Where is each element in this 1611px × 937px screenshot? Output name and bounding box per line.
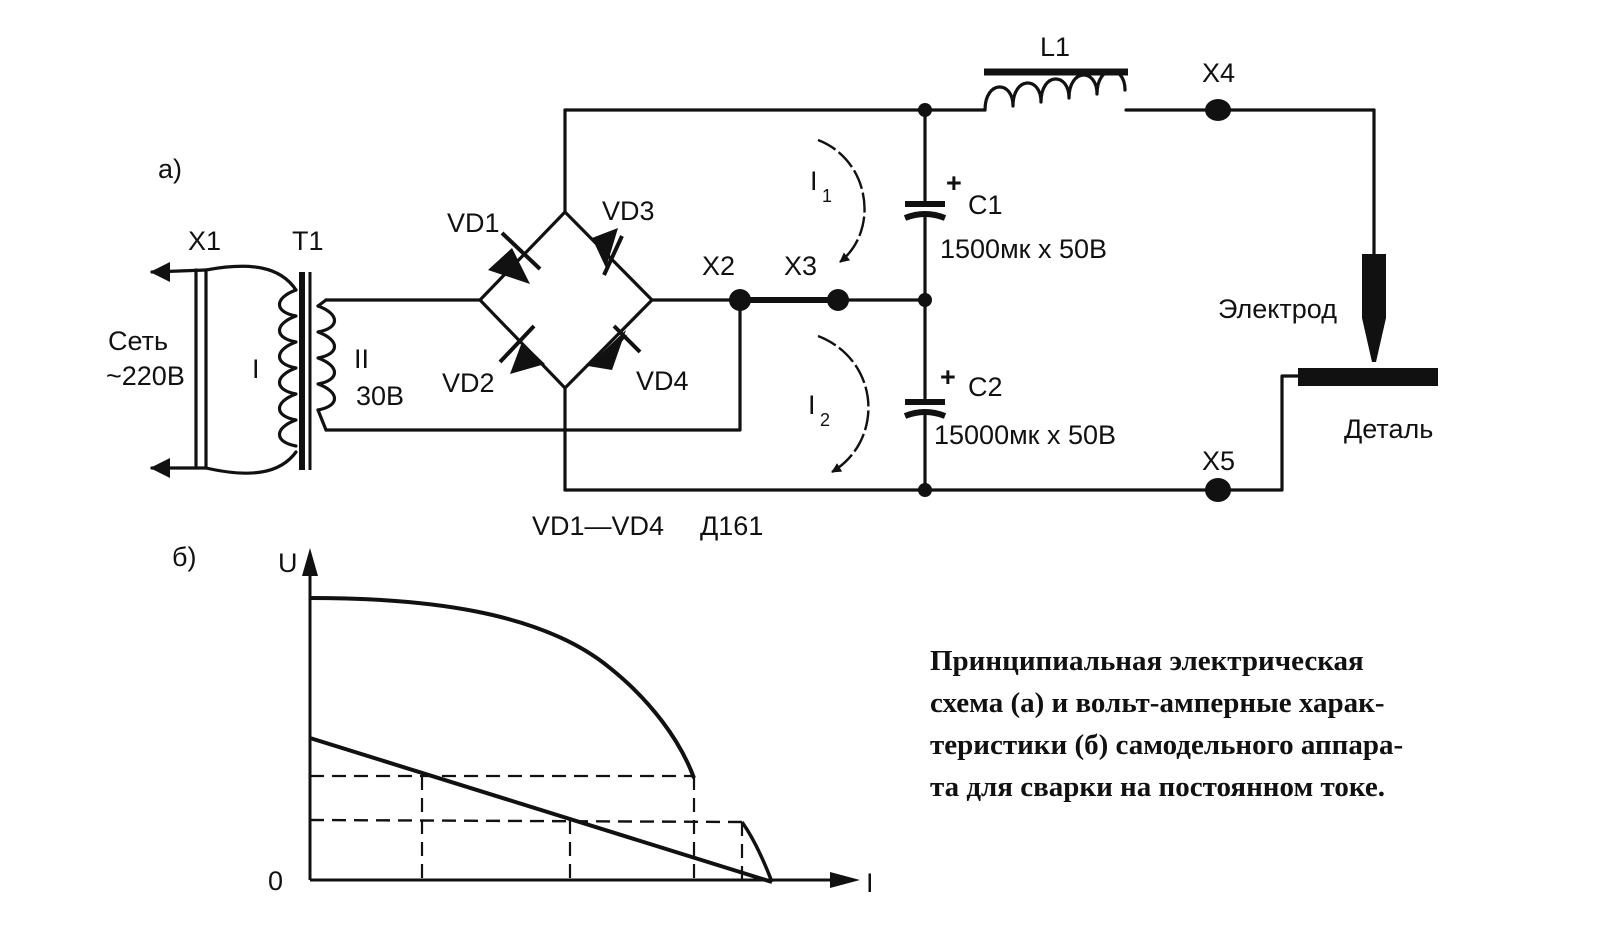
vd4-label: VD4	[636, 366, 689, 396]
figure-caption: Принципиальная электрическая схема (а) и…	[930, 640, 1530, 808]
caption-line-3: теристики (б) самодельного аппара-	[930, 729, 1404, 761]
diode-bridge	[478, 108, 654, 492]
capacitor-column	[903, 108, 947, 492]
diode-vd2	[498, 324, 545, 374]
workpiece	[1298, 368, 1438, 386]
c1-label: C1	[968, 190, 1003, 220]
junction-middle	[918, 293, 932, 307]
c2-value: 15000мк х 50В	[934, 420, 1116, 450]
panel-b-label: б)	[172, 542, 196, 572]
c1-plus: +	[946, 168, 962, 198]
curve-lower	[309, 818, 774, 883]
t1-label: T1	[292, 226, 324, 256]
junction-bottom	[918, 483, 932, 497]
electrode	[1362, 254, 1386, 362]
c2-plus: +	[940, 362, 956, 392]
x4-label: X4	[1202, 58, 1235, 88]
junction-top	[918, 103, 932, 117]
y-axis-arrow	[302, 548, 318, 576]
terminal-x3	[827, 289, 849, 311]
x1-label: X1	[188, 226, 221, 256]
caption-line-2: схема (а) и вольт-амперные харак-	[930, 687, 1385, 719]
current-i1-label: I	[810, 166, 818, 196]
inductor-l1	[983, 68, 1128, 112]
load-line	[309, 736, 773, 884]
panel-a-label: а)	[158, 154, 182, 184]
transformer-t1	[277, 272, 337, 470]
x-axis-label: I	[866, 868, 874, 898]
mains-voltage-label: ~220В	[106, 361, 185, 391]
diode-vd3	[592, 228, 624, 276]
current-i2-label: I	[808, 390, 816, 420]
diode-vd1	[488, 231, 542, 284]
terminal-x2	[729, 289, 751, 311]
caption-line-4: та для сварки на постоянном токе.	[930, 771, 1385, 803]
current-i1-arrow	[817, 138, 866, 263]
diodes-model-label: Д161	[700, 511, 763, 541]
secondary-winding-label: II	[354, 344, 369, 374]
terminal-x4	[1205, 99, 1231, 121]
secondary-bottom-wire	[324, 298, 742, 432]
vd1-label: VD1	[447, 208, 500, 238]
vd3-label: VD3	[602, 196, 655, 226]
diode-vd4	[588, 324, 642, 370]
vd2-label: VD2	[442, 368, 495, 398]
electrode-label: Электрод	[1218, 294, 1337, 324]
y-axis-label: U	[278, 548, 298, 578]
vi-graph	[302, 548, 860, 888]
current-i2-sub: 2	[820, 410, 830, 430]
c1-value: 1500мк х 50В	[940, 234, 1107, 264]
primary-winding-label: I	[252, 354, 260, 384]
x3-label: X3	[784, 251, 817, 281]
mains-input-x1	[150, 262, 298, 478]
secondary-voltage-label: 30В	[356, 381, 404, 411]
curve-upper	[309, 596, 696, 779]
x2-label: X2	[702, 251, 735, 281]
x-axis-arrow	[830, 872, 860, 888]
mains-label: Сеть	[108, 326, 168, 356]
current-i2-arrow	[817, 334, 870, 474]
x5-label: X5	[1202, 446, 1235, 476]
terminal-x5	[1205, 478, 1231, 502]
bottom-rail-wire	[563, 374, 1302, 492]
current-i1-sub: 1	[822, 186, 832, 206]
detail-label: Деталь	[1344, 414, 1433, 444]
origin-label: 0	[268, 866, 283, 896]
l1-label: L1	[1040, 32, 1070, 62]
c2-label: C2	[968, 372, 1003, 402]
diodes-type-label: VD1—VD4	[532, 511, 664, 541]
caption-line-1: Принципиальная электрическая	[930, 645, 1364, 677]
